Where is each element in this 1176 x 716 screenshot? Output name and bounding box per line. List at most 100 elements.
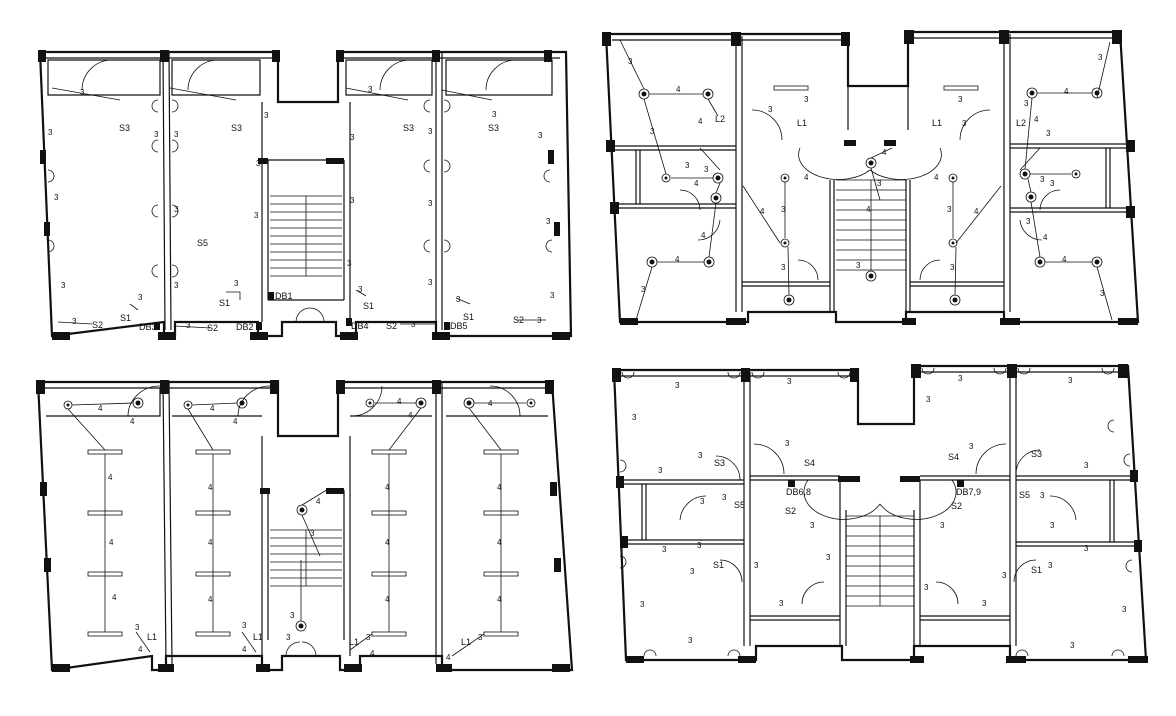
wire-number: 3 [411,320,416,329]
switch-label: S3 [488,123,499,133]
wire-number: 3 [810,521,815,530]
wire-number: 3 [640,600,645,609]
wire-number: 3 [926,395,931,404]
wire-number: 4 [1064,87,1069,96]
wire-number: 3 [61,281,66,290]
wire-number: 3 [962,119,967,128]
switch-label: S1 [713,560,724,570]
wire-number: 3 [698,451,703,460]
wire-number: 3 [768,105,773,114]
switch-label: S2 [785,506,796,516]
stair [846,515,914,607]
wire-number: 3 [347,259,352,268]
switch-label: S3 [1031,449,1042,459]
wire-number: 3 [958,95,963,104]
switch-label: S3 [714,458,725,468]
wire-number: 3 [1100,289,1105,298]
wire-number: 3 [690,567,695,576]
wire-number: 3 [366,633,371,642]
wire-number: 4 [385,538,390,547]
wire-number: 3 [138,293,143,302]
wire-number: 4 [698,117,703,126]
db-label: DB7,9 [956,487,981,497]
wire-number: 4 [108,473,113,482]
wire-number: 3 [781,263,786,272]
wire-number: 3 [72,317,77,326]
wire-number: 4 [497,538,502,547]
stair [270,195,342,277]
db-label: DB1 [275,291,293,301]
wire-number: 3 [1024,99,1029,108]
wire-number: 4 [804,173,809,182]
stair [270,529,342,587]
switch-label: S4 [804,458,815,468]
wire-number: 3 [958,374,963,383]
light-label: L1 [797,118,807,128]
light-label: L1 [147,632,157,642]
wire-number: 3 [804,95,809,104]
wire-number: 3 [632,413,637,422]
wire-number: 4 [210,404,215,413]
switch-label: S2 [513,315,524,325]
switch-label: S2 [207,323,218,333]
wire-number: 3 [697,541,702,550]
wire-number: 3 [1040,175,1045,184]
light-points [63,397,536,632]
wire-number: 4 [1034,115,1039,124]
wire-number: 3 [1070,641,1075,650]
wire-number-group: 3 3 3 3 3 3 3 3 3 3 3 3 3 3 3 3 3 3 3 3 … [632,374,1127,650]
wire-number: 3 [358,285,363,294]
plan-top-right: L2 L1 L1 L2 3 4 3 4 3 3 4 4 4 3 3 3 4 4 … [602,30,1140,325]
wire-number: 3 [685,161,690,170]
wire-number: 3 [428,278,433,287]
wire-number: 4 [675,255,680,264]
wire-number: 3 [982,599,987,608]
wire-number: 3 [700,497,705,506]
switch-label: S3 [403,123,414,133]
wire-number: 4 [397,397,402,406]
wire-number: 3 [1050,179,1055,188]
wire-number: 3 [1026,217,1031,226]
wire-number: 3 [1122,605,1127,614]
wire-number: 4 [974,207,979,216]
wire-number: 3 [785,439,790,448]
switch-label: S1 [1031,565,1042,575]
switch-label: S1 [120,313,131,323]
wire-number-group: 4 4 4 4 3 4 4 4 4 4 4 4 3 4 4 4 4 4 4 3 … [98,397,502,662]
wire-number: 4 [208,483,213,492]
wire-number: 4 [233,417,238,426]
light-label: L2 [1016,118,1026,128]
plan-top-left: S3 S3 S3 S3 S5 S1 S1 S1 S1 S2 S2 S2 S2 D… [38,50,573,340]
wire-number: 3 [662,545,667,554]
wire-number: 4 [138,645,143,654]
wire-number: 3 [650,127,655,136]
wire-number: 4 [866,205,871,214]
wire-number: 4 [488,399,493,408]
wire-number: 3 [174,205,179,214]
wire-number: 4 [701,231,706,240]
wire-number: 3 [537,316,542,325]
switch-label: S1 [463,312,474,322]
wire-number: 3 [787,377,792,386]
wire-number: 3 [779,599,784,608]
switch-label: S1 [363,301,374,311]
wire-number: 3 [286,633,291,642]
wire-number: 3 [781,205,786,214]
wire-number: 3 [310,529,315,538]
wire-number: 4 [934,173,939,182]
wire-number: 3 [1002,571,1007,580]
wire-number: 3 [1084,544,1089,553]
wire-number: 3 [174,281,179,290]
switch-label: S5 [197,238,208,248]
light-label: L1 [253,632,263,642]
wire-number: 3 [428,199,433,208]
wire-number: 3 [969,442,974,451]
wire-number: 3 [877,179,882,188]
wire-number: 4 [676,85,681,94]
wire-number: 3 [256,159,261,168]
db-label: DB2 [236,322,254,332]
wire-number: 3 [234,279,239,288]
wire-number: 3 [1068,376,1073,385]
wire-number: 3 [350,196,355,205]
